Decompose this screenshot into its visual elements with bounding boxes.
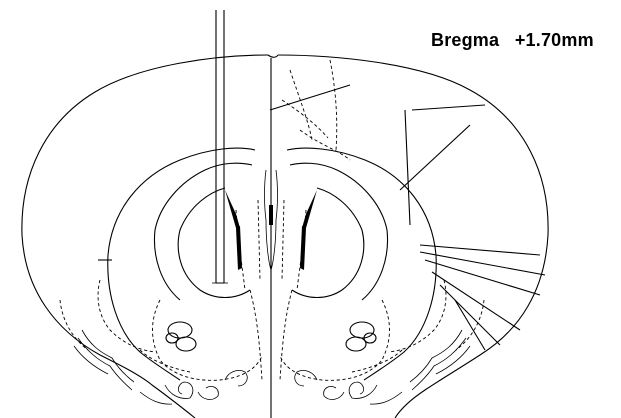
left-hemisphere-structures <box>60 148 262 404</box>
bregma-label: Bregma +1.70mm <box>431 30 594 51</box>
right-hemisphere-structures <box>280 148 484 404</box>
probe-track <box>212 10 228 283</box>
